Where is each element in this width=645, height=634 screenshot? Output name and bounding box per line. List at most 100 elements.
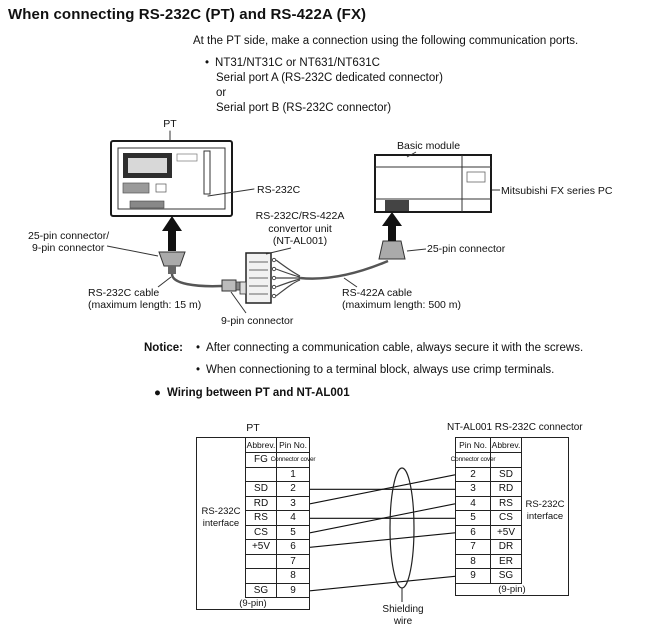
pin-cell: 7 [277,555,309,569]
abbrev-cell: SG [246,583,277,598]
abbrev-cell [491,453,521,468]
pin-cell: 4 [456,496,491,511]
al001-pin-grid: Pin No. Abbrev. Connector cover 2 SD 3 R… [451,438,521,584]
notice-item: • After connecting a communication cable,… [196,342,583,356]
pin-cell: 5 [456,511,491,526]
pin-cell: 2 [456,467,491,482]
abbrev-cell: SD [246,482,277,497]
pin-cell: 6 [456,525,491,540]
left-connector-label-line2: 9-pin connector [32,242,105,254]
column-header: Pin No. [277,438,309,453]
shield-ellipse [389,467,415,602]
rs422a-cable-graphic [271,257,389,299]
pin-cell: 2 [277,482,309,497]
pt-interface-line1: RS-232C [201,505,241,517]
abbrev-cell: CS [491,511,521,526]
convertor-label-line3: (NT-AL001) [272,235,328,248]
pt-interface-cell: RS-232C interface [197,438,246,598]
pin-cell: 3 [277,497,309,511]
bullet-icon: • [196,342,201,354]
rs232c-cable-label-line2: (maximum length: 15 m) [88,299,202,311]
al001-interface-line2: interface [526,511,564,522]
al001-table-title: NT-AL001 RS-232C connector [447,422,583,433]
wiring-heading-text: Wiring between PT and NT-AL001 [166,387,350,399]
pt-pin-grid: Abbrev. Pin No. FG Connector cover 1 SD … [246,438,316,598]
pin-cell: 6 [277,540,309,555]
pin-cell: Connector cover [451,453,496,468]
pin-cell: 5 [277,526,309,540]
nine-pin-connector-label: 9-pin connector [221,315,294,327]
wiring-lines [309,474,456,592]
pt-table-title: PT [246,422,260,434]
abbrev-cell: RD [491,482,521,497]
basic-module-label: Basic module [397,140,461,152]
abbrev-cell [246,467,277,482]
right-connector-label: 25-pin connector [427,243,506,255]
abbrev-cell: RD [246,496,277,511]
port-models-item: • NT31/NT31C or NT631/NT631C [205,57,380,71]
dot-icon: ● [154,387,161,399]
pin-cell: 8 [456,554,491,569]
notice-item: •When connectioning to a terminal block,… [196,364,554,378]
rs422a-cable-label-line1: RS-422A cable [342,287,413,299]
intro-text: At the PT side, make a connection using … [193,35,579,47]
rs232c-label: RS-232C [257,184,301,196]
pt-interface-line2: interface [202,518,240,529]
pt-device-label: PT [163,118,177,130]
port-option-b: Serial port B (RS-232C connector) [216,102,392,114]
plc-drawing [374,151,500,213]
abbrev-cell: RS [491,497,521,511]
pt-device-drawing [110,130,255,217]
plc-connector-arrow [378,212,427,260]
convertor-label-line1: RS-232C/RS-422A [255,210,345,222]
rs232c-cable-label-line1: RS-232C cable [88,287,160,299]
wiring-heading: ● Wiring between PT and NT-AL001 [154,387,350,401]
plc-label: Mitsubishi FX series PC [501,185,613,197]
abbrev-cell: RS [246,511,277,526]
al001-pin-table: Pin No. Abbrev. Connector cover 2 SD 3 R… [451,437,569,596]
column-header: Abbrev. [491,438,521,453]
convertor-label: RS-232C/RS-422A convertor unit (NT-AL001… [250,210,350,248]
abbrev-cell: SD [491,468,521,482]
left-connector-label-line1: 25-pin connector/ [28,230,110,242]
shield-label-line2: wire [393,616,413,627]
abbrev-cell: CS [246,525,277,540]
page-title: When connecting RS-232C (PT) and RS-422A… [8,6,367,23]
al001-table-footer: (9-pin) [498,584,526,595]
pin-cell: 1 [277,468,309,482]
pin-cell: 8 [277,569,309,584]
abbrev-cell: SG [491,569,521,584]
pin-cell: 7 [456,540,491,555]
pin-cell: 9 [456,569,491,584]
rs422a-cable-label-line2: (maximum length: 500 m) [342,299,462,311]
column-header: Pin No. [456,438,491,453]
abbrev-cell [246,554,277,569]
notice-label: Notice: [144,342,183,354]
notice-item-text: After connecting a communication cable, … [206,342,584,354]
port-option-a: Serial port A (RS-232C dedicated connect… [216,72,443,84]
al001-interface-line1: RS-232C [525,498,565,510]
pin-cell: 3 [456,482,491,497]
shield-label-line1: Shielding [382,604,424,615]
pin-cell: Connector cover [271,453,316,468]
abbrev-cell: +5V [246,540,277,555]
pin-cell: 9 [277,584,309,598]
notice-item-text: When connectioning to a terminal block, … [206,364,555,376]
pin-cell: 4 [277,511,309,526]
port-models-text: NT31/NT31C or NT631/NT631C [215,57,380,69]
abbrev-cell [246,569,277,584]
pt-table-footer: (9-pin) [239,598,267,609]
abbrev-cell: ER [491,555,521,569]
convertor-unit-drawing [239,247,292,304]
abbrev-cell: +5V [491,526,521,540]
port-or: or [216,87,227,99]
bullet-icon: • [205,57,210,69]
pt-pin-table: RS-232C interface Abbrev. Pin No. FG Con… [196,437,316,610]
pt-connector-arrow [106,216,186,274]
al001-interface-cell: RS-232C interface [521,438,568,584]
convertor-label-line2: convertor unit [268,222,332,235]
abbrev-cell: DR [491,540,521,555]
abbrev-cell: FG [246,453,277,468]
